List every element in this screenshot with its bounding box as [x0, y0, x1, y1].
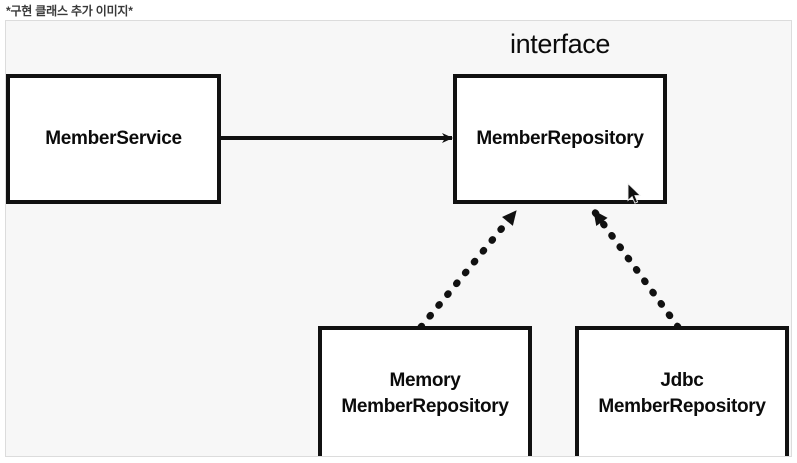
- uml-box-label: MemberService: [45, 128, 182, 150]
- figure-caption: *구현 클래스 추가 이미지*: [6, 4, 133, 18]
- mouse-pointer-icon: [627, 183, 642, 204]
- diagram-canvas: interface: [6, 21, 791, 456]
- uml-box-label: Memory MemberRepository: [341, 370, 509, 417]
- figure-frame: interface: [5, 20, 792, 457]
- uml-box-member-repository[interactable]: MemberRepository: [453, 74, 667, 204]
- connector-memory-implements: [417, 207, 520, 331]
- uml-box-label: MemberRepository: [476, 128, 644, 150]
- uml-box-memory-member-repository[interactable]: Memory MemberRepository: [318, 326, 532, 456]
- uml-box-jdbc-member-repository[interactable]: Jdbc MemberRepository: [575, 326, 789, 456]
- uml-box-member-service[interactable]: MemberService: [6, 74, 221, 204]
- interface-stereotype-label: interface: [510, 29, 610, 59]
- connector-jdbc-implements: [590, 207, 682, 331]
- uml-box-label: Jdbc MemberRepository: [598, 370, 766, 417]
